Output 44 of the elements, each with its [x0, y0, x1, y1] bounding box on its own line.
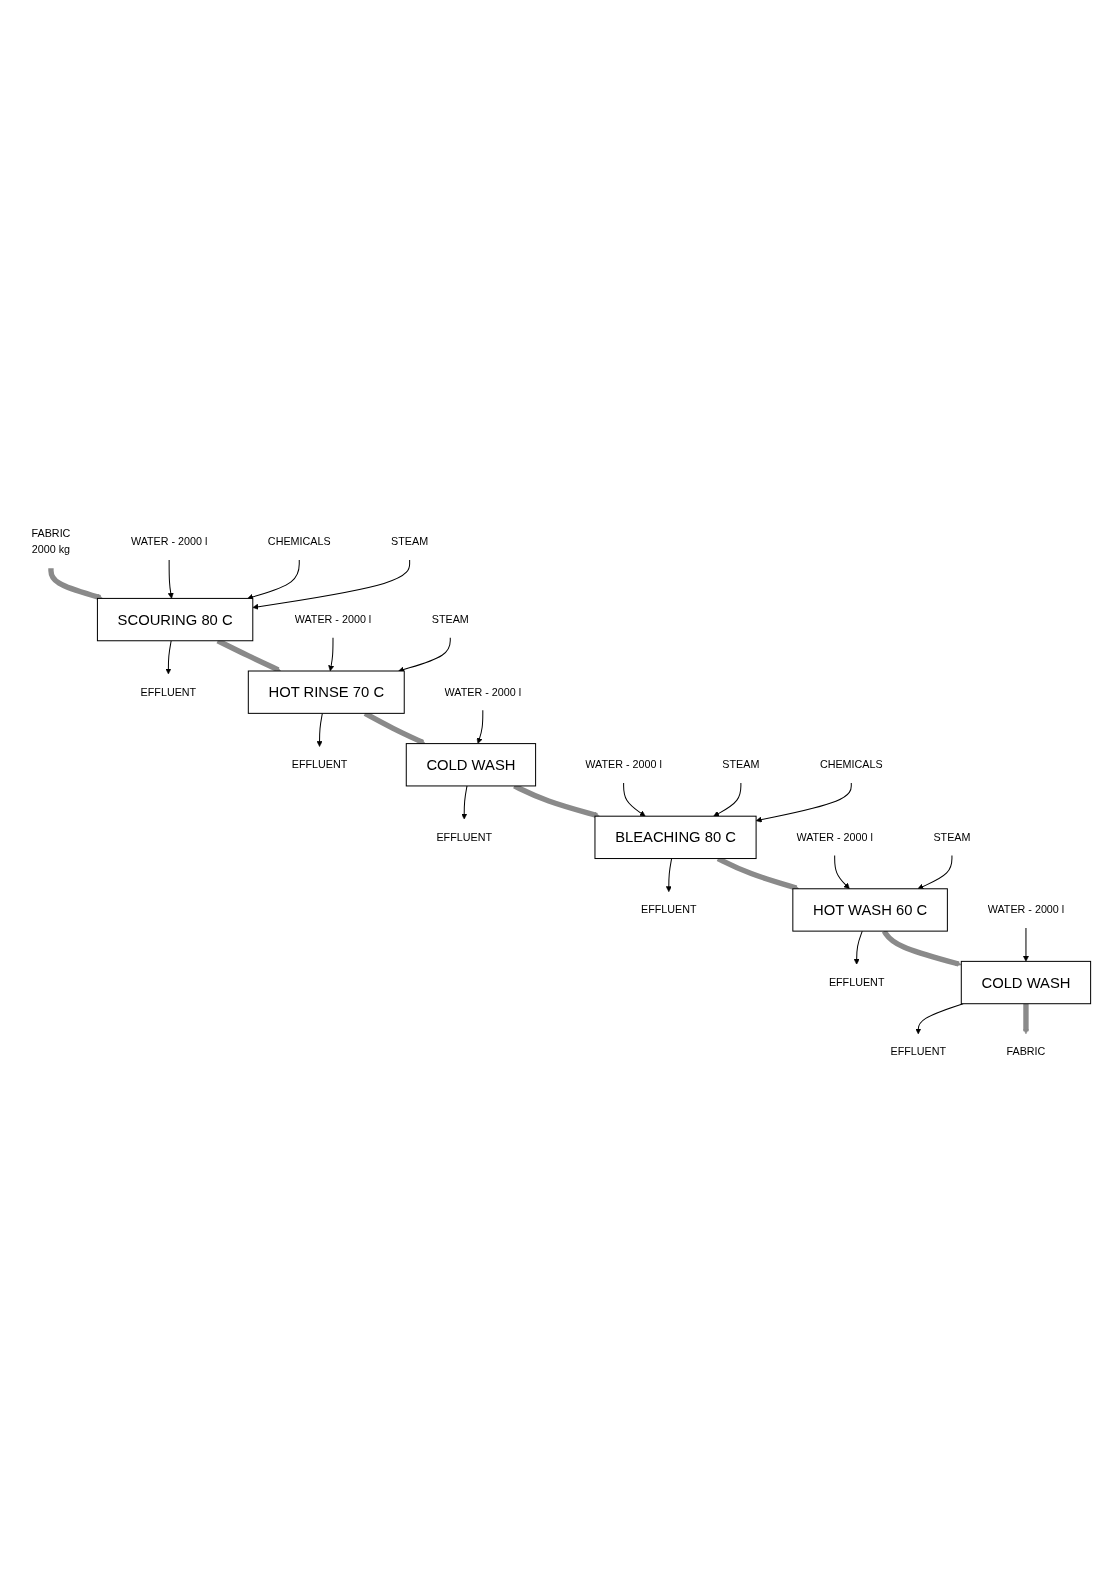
- node-text: WATER - 2000 l: [294, 613, 371, 625]
- node-text: WATER - 2000 l: [130, 535, 207, 548]
- arrow: [622, 782, 645, 817]
- node-text: WATER - 2000 l: [584, 758, 662, 771]
- node-box: COLD WASH: [960, 960, 1091, 1005]
- arrow: [917, 855, 952, 890]
- node-text: WATER - 2000 l: [795, 831, 873, 843]
- node-text: STEAM: [721, 758, 759, 771]
- arrow: [167, 559, 174, 599]
- node-box: SCOURING 80 C: [96, 597, 253, 642]
- arrow: [460, 785, 467, 820]
- node-text: STEAM: [390, 535, 428, 548]
- node-text: FABRIC 2000 kg: [31, 527, 70, 556]
- node-text: FABRIC: [1006, 1046, 1045, 1058]
- arrow: [914, 1003, 964, 1035]
- arrow: [1022, 927, 1029, 962]
- arrow: [327, 637, 334, 672]
- node-text: CHEMICALS: [819, 758, 883, 771]
- arrow: [316, 712, 323, 747]
- node-text: WATER - 2000 l: [987, 903, 1064, 916]
- node-text: EFFLUENT: [435, 831, 492, 843]
- arrow: [164, 640, 172, 675]
- node-text: EFFLUENT: [291, 758, 347, 771]
- node-text: EFFLUENT: [828, 976, 884, 988]
- node-text: EFFLUENT: [889, 1046, 946, 1058]
- node-text: STEAM: [431, 613, 469, 625]
- node-box: HOT WASH 60 C: [791, 888, 948, 932]
- arrow: [476, 709, 483, 744]
- arrow: [1022, 1003, 1029, 1035]
- arrow: [755, 782, 852, 823]
- node-text: CHEMICALS: [267, 535, 331, 548]
- node-text: EFFLUENT: [640, 903, 697, 916]
- node-text: WATER - 2000 l: [444, 686, 521, 698]
- arrow: [712, 782, 741, 817]
- node-box: HOT RINSE 70 C: [247, 670, 405, 714]
- node-text: EFFLUENT: [140, 686, 196, 698]
- arrow: [833, 855, 850, 890]
- node-box: BLEACHING 80 C: [593, 815, 757, 860]
- arrow: [853, 930, 863, 965]
- arrow: [246, 559, 300, 600]
- arrow: [252, 559, 410, 610]
- arrow: [665, 858, 672, 893]
- node-box: COLD WASH: [405, 743, 536, 787]
- node-text: STEAM: [932, 831, 970, 843]
